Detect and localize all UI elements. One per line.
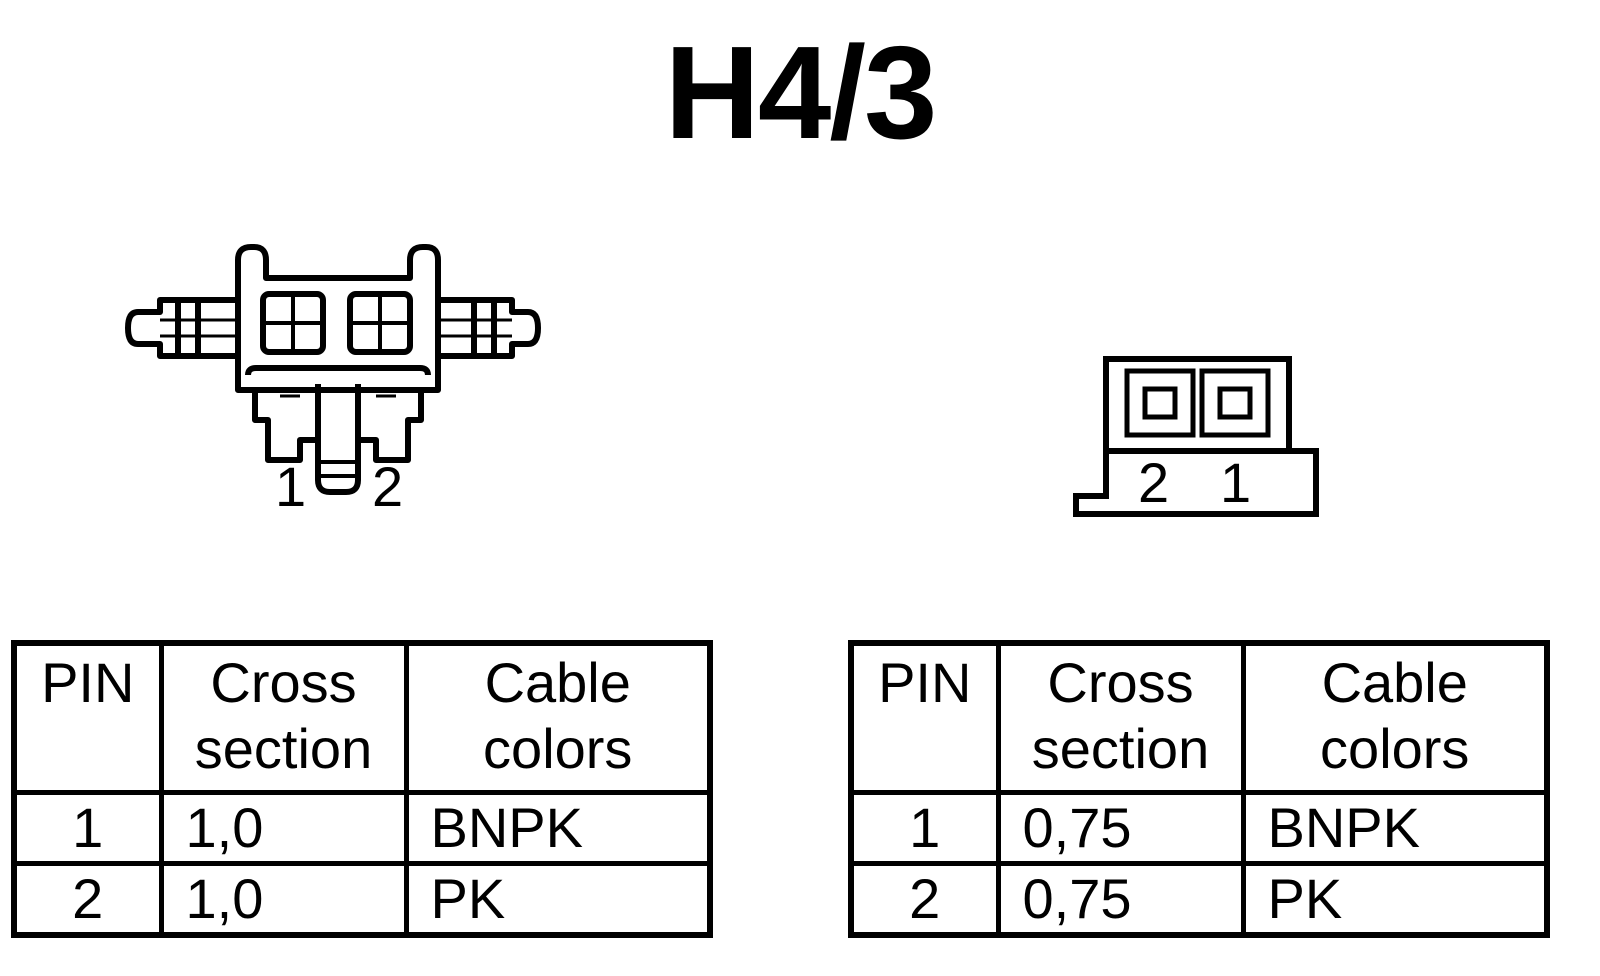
- connector-left-pin-label: 2: [372, 455, 403, 518]
- table-row: 1 1,0 BNPK: [11, 790, 713, 866]
- table-row: 1 0,75 BNPK: [848, 790, 1550, 866]
- connector-right-pin-label: 2: [1138, 451, 1169, 514]
- cell-cable-color: BNPK: [403, 790, 713, 866]
- header-cross-section: Cross section: [995, 640, 1246, 795]
- cell-cable-color: PK: [1240, 861, 1550, 938]
- header-cable-colors: Cable colors: [403, 640, 713, 795]
- pin-table-left: PIN Cross section Cable colors 1 1,0 BNP…: [11, 640, 713, 938]
- cell-cross-section: 0,75: [995, 861, 1246, 938]
- cell-cable-color: PK: [403, 861, 713, 938]
- cell-pin: 1: [11, 790, 164, 866]
- header-cross-section: Cross section: [158, 640, 409, 795]
- connector-left-diagram: 1 2: [125, 244, 541, 518]
- page-title: H4/3: [664, 19, 938, 166]
- table-row: 2 0,75 PK: [848, 861, 1550, 938]
- connector-left-pin-label: 1: [275, 455, 306, 518]
- header-cable-colors: Cable colors: [1240, 640, 1550, 795]
- cell-cable-color: BNPK: [1240, 790, 1550, 866]
- table-header-row: PIN Cross section Cable colors: [848, 640, 1550, 795]
- table-header-row: PIN Cross section Cable colors: [11, 640, 713, 795]
- cell-cross-section: 1,0: [158, 861, 409, 938]
- table-row: 2 1,0 PK: [11, 861, 713, 938]
- cell-cross-section: 0,75: [995, 790, 1246, 866]
- cell-pin: 2: [11, 861, 164, 938]
- connector-right-diagram: 2 1: [1073, 356, 1319, 517]
- connector-right-pin-label: 1: [1220, 451, 1251, 514]
- cell-pin: 2: [848, 861, 1001, 938]
- cell-pin: 1: [848, 790, 1001, 866]
- header-pin: PIN: [11, 640, 164, 795]
- pin-table-right: PIN Cross section Cable colors 1 0,75 BN…: [848, 640, 1550, 938]
- cell-cross-section: 1,0: [158, 790, 409, 866]
- header-pin: PIN: [848, 640, 1001, 795]
